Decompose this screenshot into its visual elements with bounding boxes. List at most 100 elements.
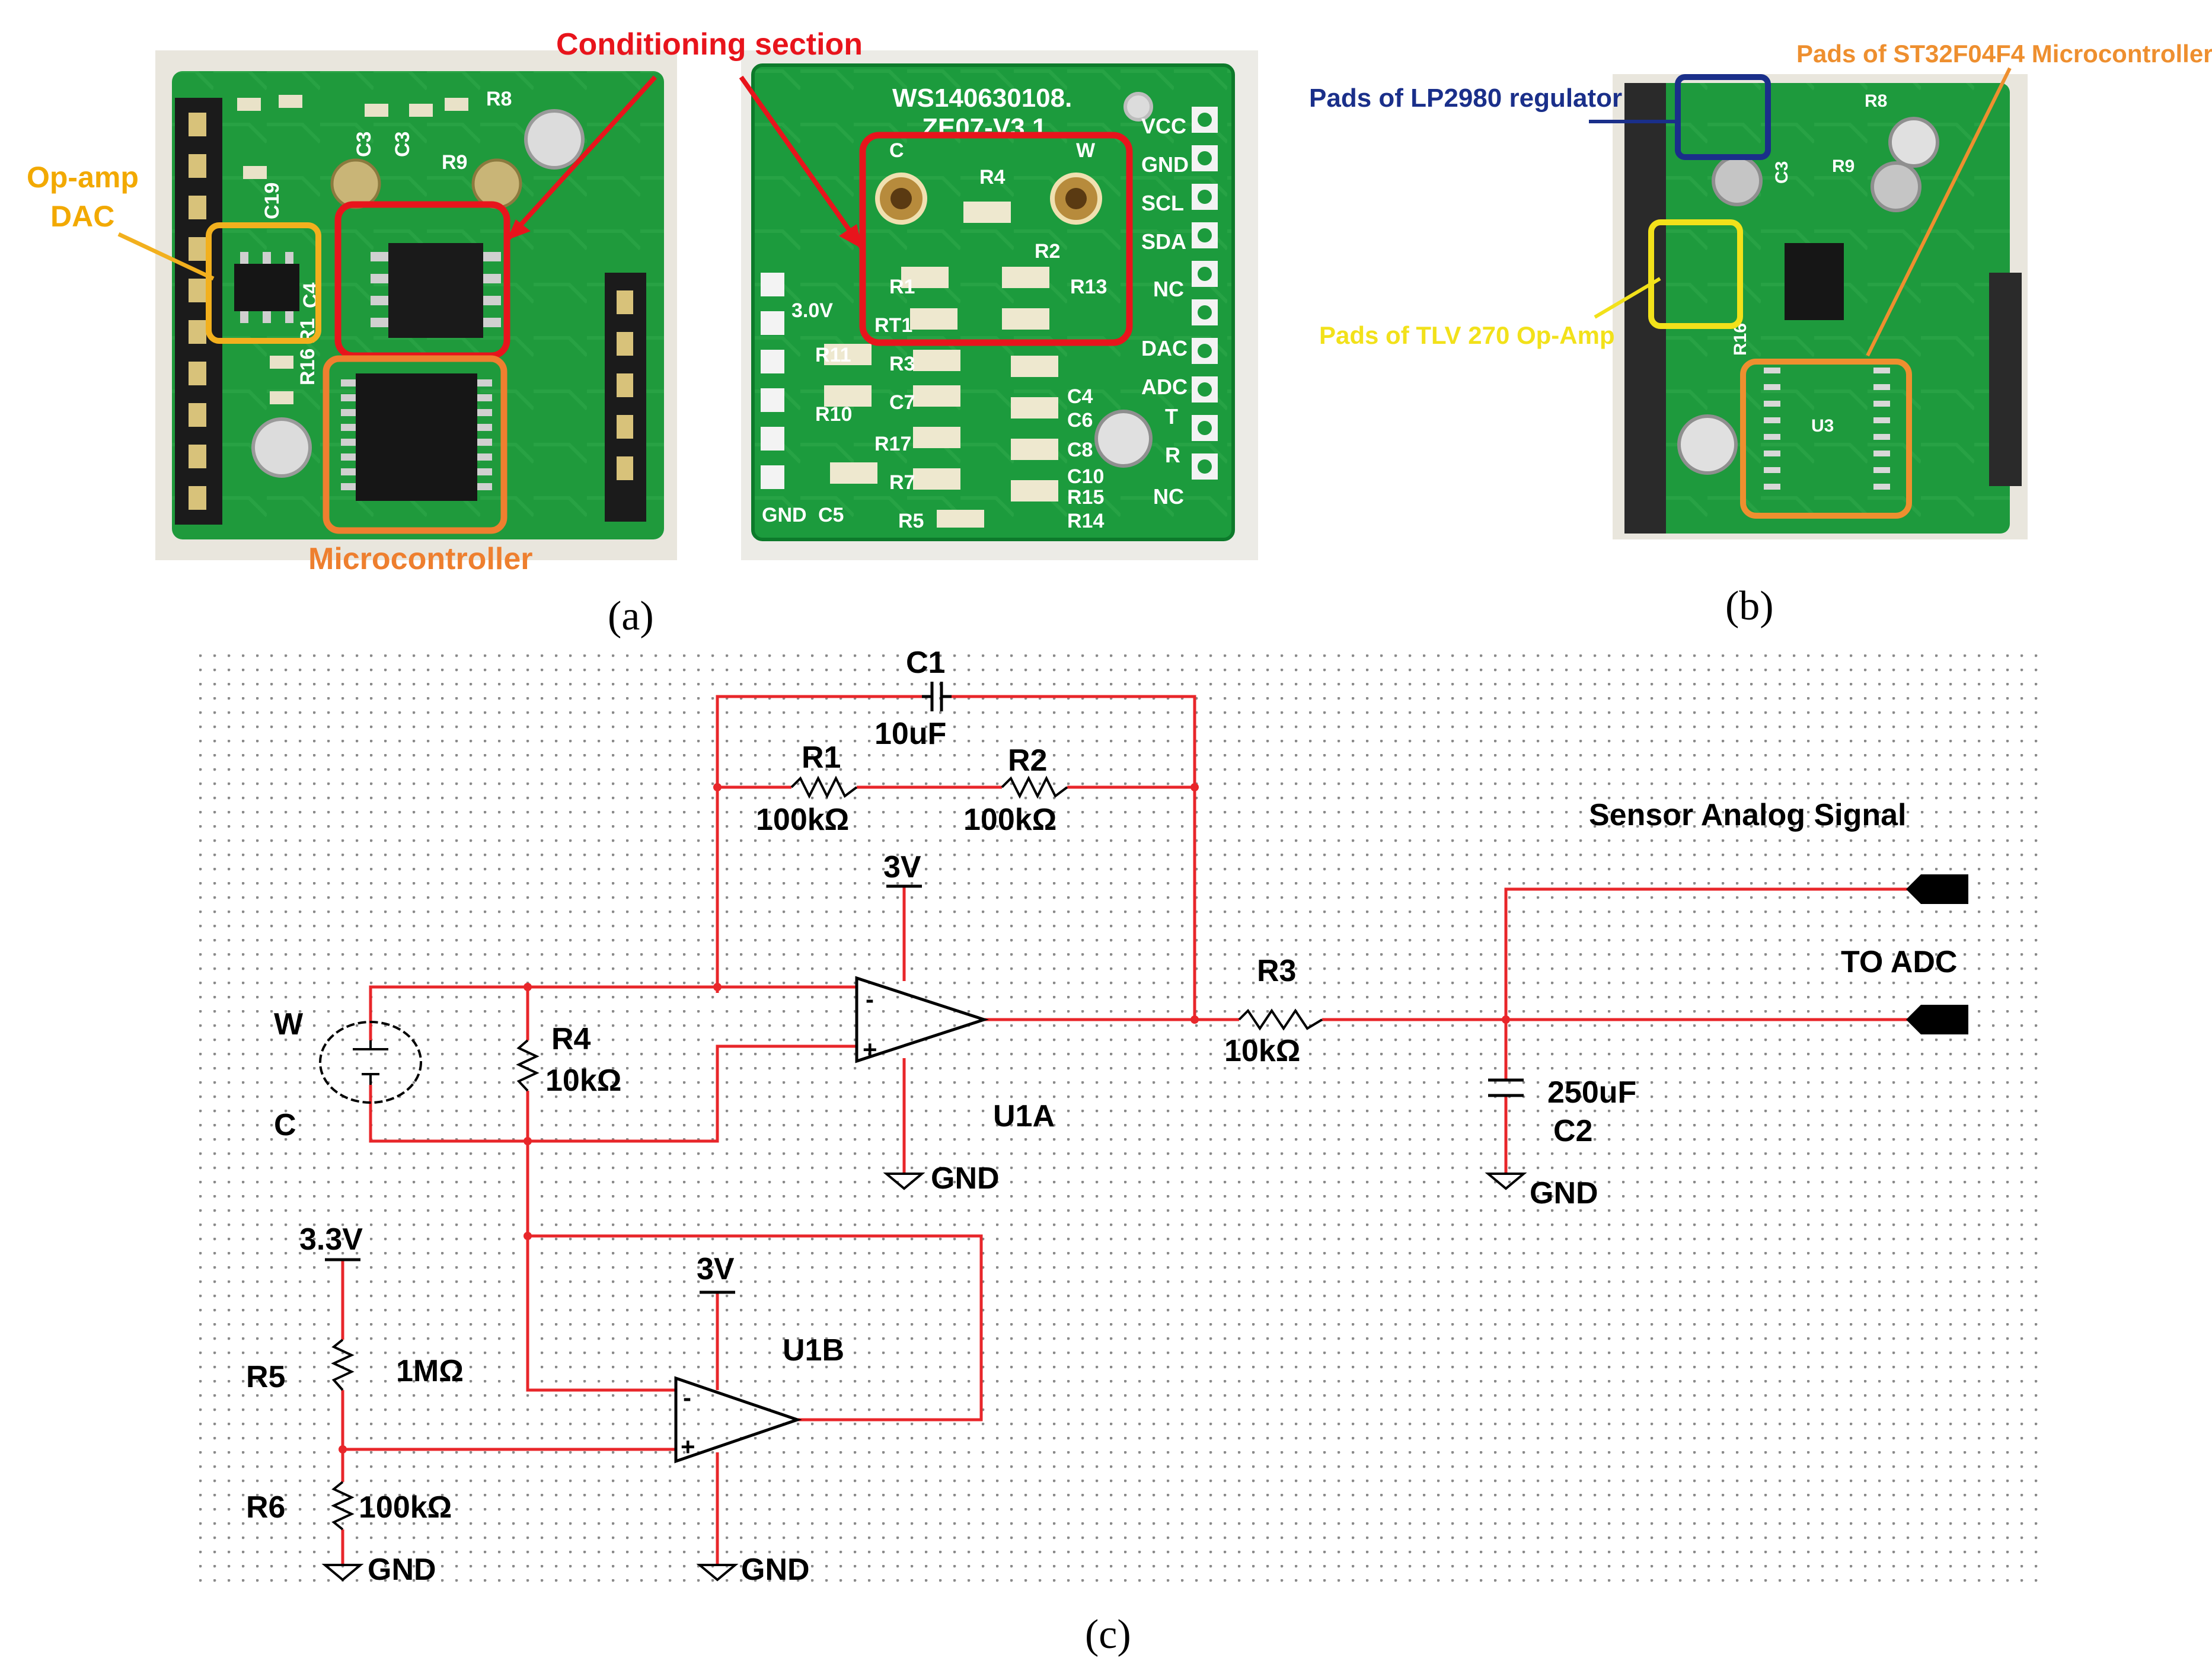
silk-label: R2 [1035,240,1060,263]
label-u1a: U1A [993,1099,1055,1133]
label-u1b-supply: 3V [697,1252,735,1286]
highlight-stm32 [1740,359,1912,519]
pin-label: NC [1153,484,1184,509]
sensor-symbol [319,1021,422,1104]
photo-board-back: WS140630108. ZE07-V3.1 VCC GND SCL SDA N… [741,50,1258,560]
label-sensor-c: C [274,1108,296,1142]
silk-label: R16 [296,349,319,385]
resistor-r1 [790,775,858,799]
resistor-r4 [516,1039,540,1092]
label-u1a-gnd: GND [931,1161,1000,1196]
chip-opamp-dac [234,252,299,323]
pin-label: VCC [1141,114,1186,138]
silk-label: C3 [391,132,414,157]
ground-c2-symbol [1485,1173,1527,1190]
ground-u1a-symbol [883,1173,925,1190]
mounting-hole [524,109,585,170]
silk-label: RT1 [874,314,912,337]
smd-pads [824,202,1058,528]
label-r5-value: 1MΩ [396,1354,464,1388]
resistor-r5 [331,1339,355,1391]
silk-label: U3 [1811,416,1834,436]
schematic-grid [196,649,2048,1589]
svg-text:+: + [681,1433,695,1461]
silk-label: R14 [1067,510,1104,532]
ground-divider-symbol [321,1564,364,1582]
silk-label: C8 [1067,439,1093,461]
opamp-u1b: - + [674,1376,802,1464]
resistor-r6 [331,1481,355,1531]
resistor-r3 [1238,1008,1323,1031]
silk-label: R1 [889,276,915,298]
silk-label: R3 [889,353,915,375]
highlight-opamp-dac [206,222,321,344]
mounting-hole [1712,155,1763,206]
silk-label: R9 [1832,156,1854,176]
label-c1-value: 10uF [874,717,946,751]
caption-a: (a) [608,593,654,639]
silk-label: R8 [1865,91,1887,111]
label-to-adc: TO ADC [1841,945,1957,979]
board-serial-line1: WS140630108. [892,84,1072,113]
pin-label: GND [1141,152,1189,177]
pin-header-left [175,98,222,525]
callout-opamp-dac-line1: Op-amp [27,161,139,194]
callout-conditioning: Conditioning section [556,27,863,62]
sensor-pin [330,158,381,209]
resistor-r2 [1001,775,1068,799]
pin-label: T [1165,404,1178,429]
label-u1b: U1B [783,1333,844,1368]
wire-sensor-c [369,1044,857,1143]
label-sensor-w: W [274,1007,304,1042]
label-r5-ref: R5 [246,1360,285,1394]
label-r1-value: 100kΩ [756,803,849,837]
label-r3-ref: R3 [1257,954,1296,988]
silk-label: R8 [486,88,512,110]
caption-c: (c) [1085,1612,1131,1657]
silk-label: C10 [1067,465,1104,488]
label-u1a-supply: 3V [883,850,921,884]
pin-label: SCL [1141,191,1184,215]
caption-b: (b) [1725,583,1774,629]
silk-label: 3.0V [791,299,833,322]
smd-parts [237,95,468,404]
mounting-hole [1871,161,1921,212]
callout-opamp-dac-line2: DAC [50,200,114,233]
mounting-hole [1094,410,1153,468]
silk-label: R13 [1070,276,1107,298]
panel-c: - + - + C1 10uF R1 100kΩ [196,646,2048,1657]
chip-conditioning [371,243,501,338]
highlight-microcontroller [323,355,507,534]
capacitor-c2 [1488,1078,1524,1097]
label-r3-value: 10kΩ [1224,1034,1300,1068]
svg-text:-: - [866,985,874,1013]
pin-label: SDA [1141,229,1186,254]
label-r4-value: 10kΩ [545,1063,621,1098]
silk-label: C5 [818,504,844,526]
silk-label: R15 [1067,486,1104,509]
label-r1-ref: R1 [802,740,841,775]
pin-column-left [761,273,784,489]
silk-label: R17 [874,433,911,455]
callout-tlv270: Pads of TLV 270 Op-Amp [1319,321,1615,349]
label-c1-ref: C1 [906,646,945,680]
conditioning-chip-b [1785,243,1844,320]
callout-microcontroller: Microcontroller [308,542,533,576]
pin-label: NC [1153,277,1184,301]
stm32-pads [1764,368,1890,490]
connector-sensor-signal [1906,874,1968,904]
silk-label: GND [762,504,807,526]
pin-label: R [1165,443,1180,467]
label-u1b-gnd: GND [741,1553,810,1587]
silk-label: R11 [815,344,851,366]
pin-label: DAC [1141,336,1188,360]
silk-label: C [889,139,904,162]
ground-u1b-symbol [696,1564,739,1582]
pin-label: ADC [1141,375,1188,399]
label-ref-supply: 3.3V [299,1222,363,1257]
photo-board-front: R8 C3 C3 R9 C19 R1 R16 C4 [155,50,677,560]
silk-label: R4 [979,166,1006,189]
callout-stm32: Pads of ST32F04F4 Microcontroller [1796,40,2212,68]
highlight-tlv270 [1648,219,1743,329]
wire-c1-loop [716,695,1196,1020]
